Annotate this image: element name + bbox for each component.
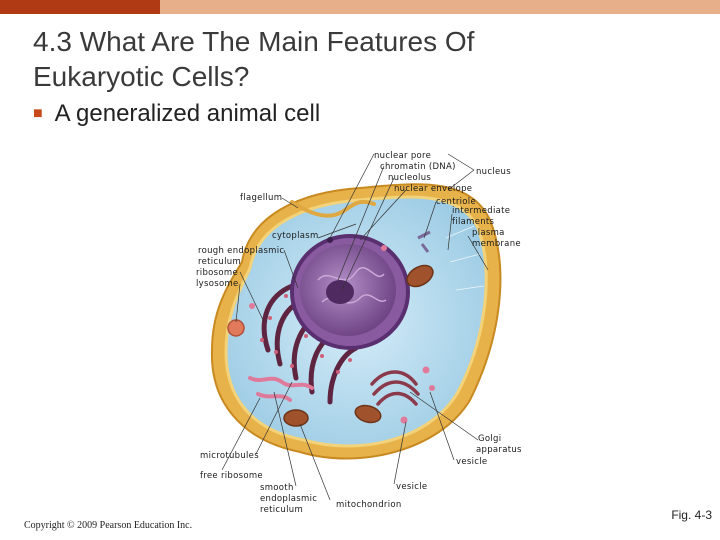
bullet-text: A generalized animal cell [54,100,321,127]
label-filaments: filaments [452,217,495,227]
copyright-notice: Copyright © 2009 Pearson Education Inc. [24,520,193,531]
slide-title-line-1: 4.3 What Are The Main Features Of [33,26,475,57]
label-golgi-2: apparatus [476,445,522,455]
slide-title: 4.3 What Are The Main Features Of Eukary… [33,24,693,94]
flagellum [290,199,376,218]
bullet-item: ■ A generalized animal cell [33,100,320,128]
label-smooth-er-3: reticulum [260,505,303,515]
centriole [417,230,431,253]
diagram-labels: nuclear pore chromatin (DNA) nucleolus n… [196,151,522,515]
label-cytoplasm: cytoplasm [272,231,319,241]
label-plasma: plasma [472,228,505,238]
microtubules [445,225,485,291]
label-nuclear-envelope: nuclear envelope [394,184,472,194]
vesicles [249,245,435,424]
nucleolus [326,280,354,304]
label-smooth-er-2: endoplasmic [260,494,317,504]
label-rough-er-1: rough endoplasmic [198,246,284,256]
nucleus [290,234,410,350]
label-chromatin: chromatin (DNA) [380,162,456,172]
label-free-ribosome: free ribosome [200,471,263,481]
header-accent-bar-light [160,0,720,14]
label-membrane: membrane [472,239,521,249]
golgi-apparatus [370,370,420,406]
label-intermediate: intermediate [452,206,510,216]
header-accent-bar-dark [0,0,160,14]
lysosome [227,319,245,337]
label-microtubules: microtubules [200,451,259,461]
leader-lines [221,153,489,501]
label-ribosome: ribosome [196,268,238,278]
label-nucleolus: nucleolus [388,173,431,183]
label-vesicle-bottom: vesicle [396,482,427,492]
slide-title-line-2: Eukaryotic Cells? [33,61,250,92]
label-nuclear-pore: nuclear pore [374,151,431,161]
label-flagellum: flagellum [240,193,282,203]
figure-reference: Fig. 4-3 [671,508,712,522]
nuclear-pore [327,237,333,243]
label-lysosome: lysosome [196,279,239,289]
bullet-square-icon: ■ [33,105,43,122]
label-centriole: centriole [436,197,476,207]
label-vesicle-right: vesicle [456,457,487,467]
mitochondria [283,264,434,427]
label-nucleus: nucleus [476,167,511,177]
label-rough-er-2: reticulum [198,257,241,267]
label-mitochondrion: mitochondrion [336,500,402,510]
label-golgi-1: Golgi [478,434,501,444]
label-smooth-er-1: smooth [260,483,294,493]
